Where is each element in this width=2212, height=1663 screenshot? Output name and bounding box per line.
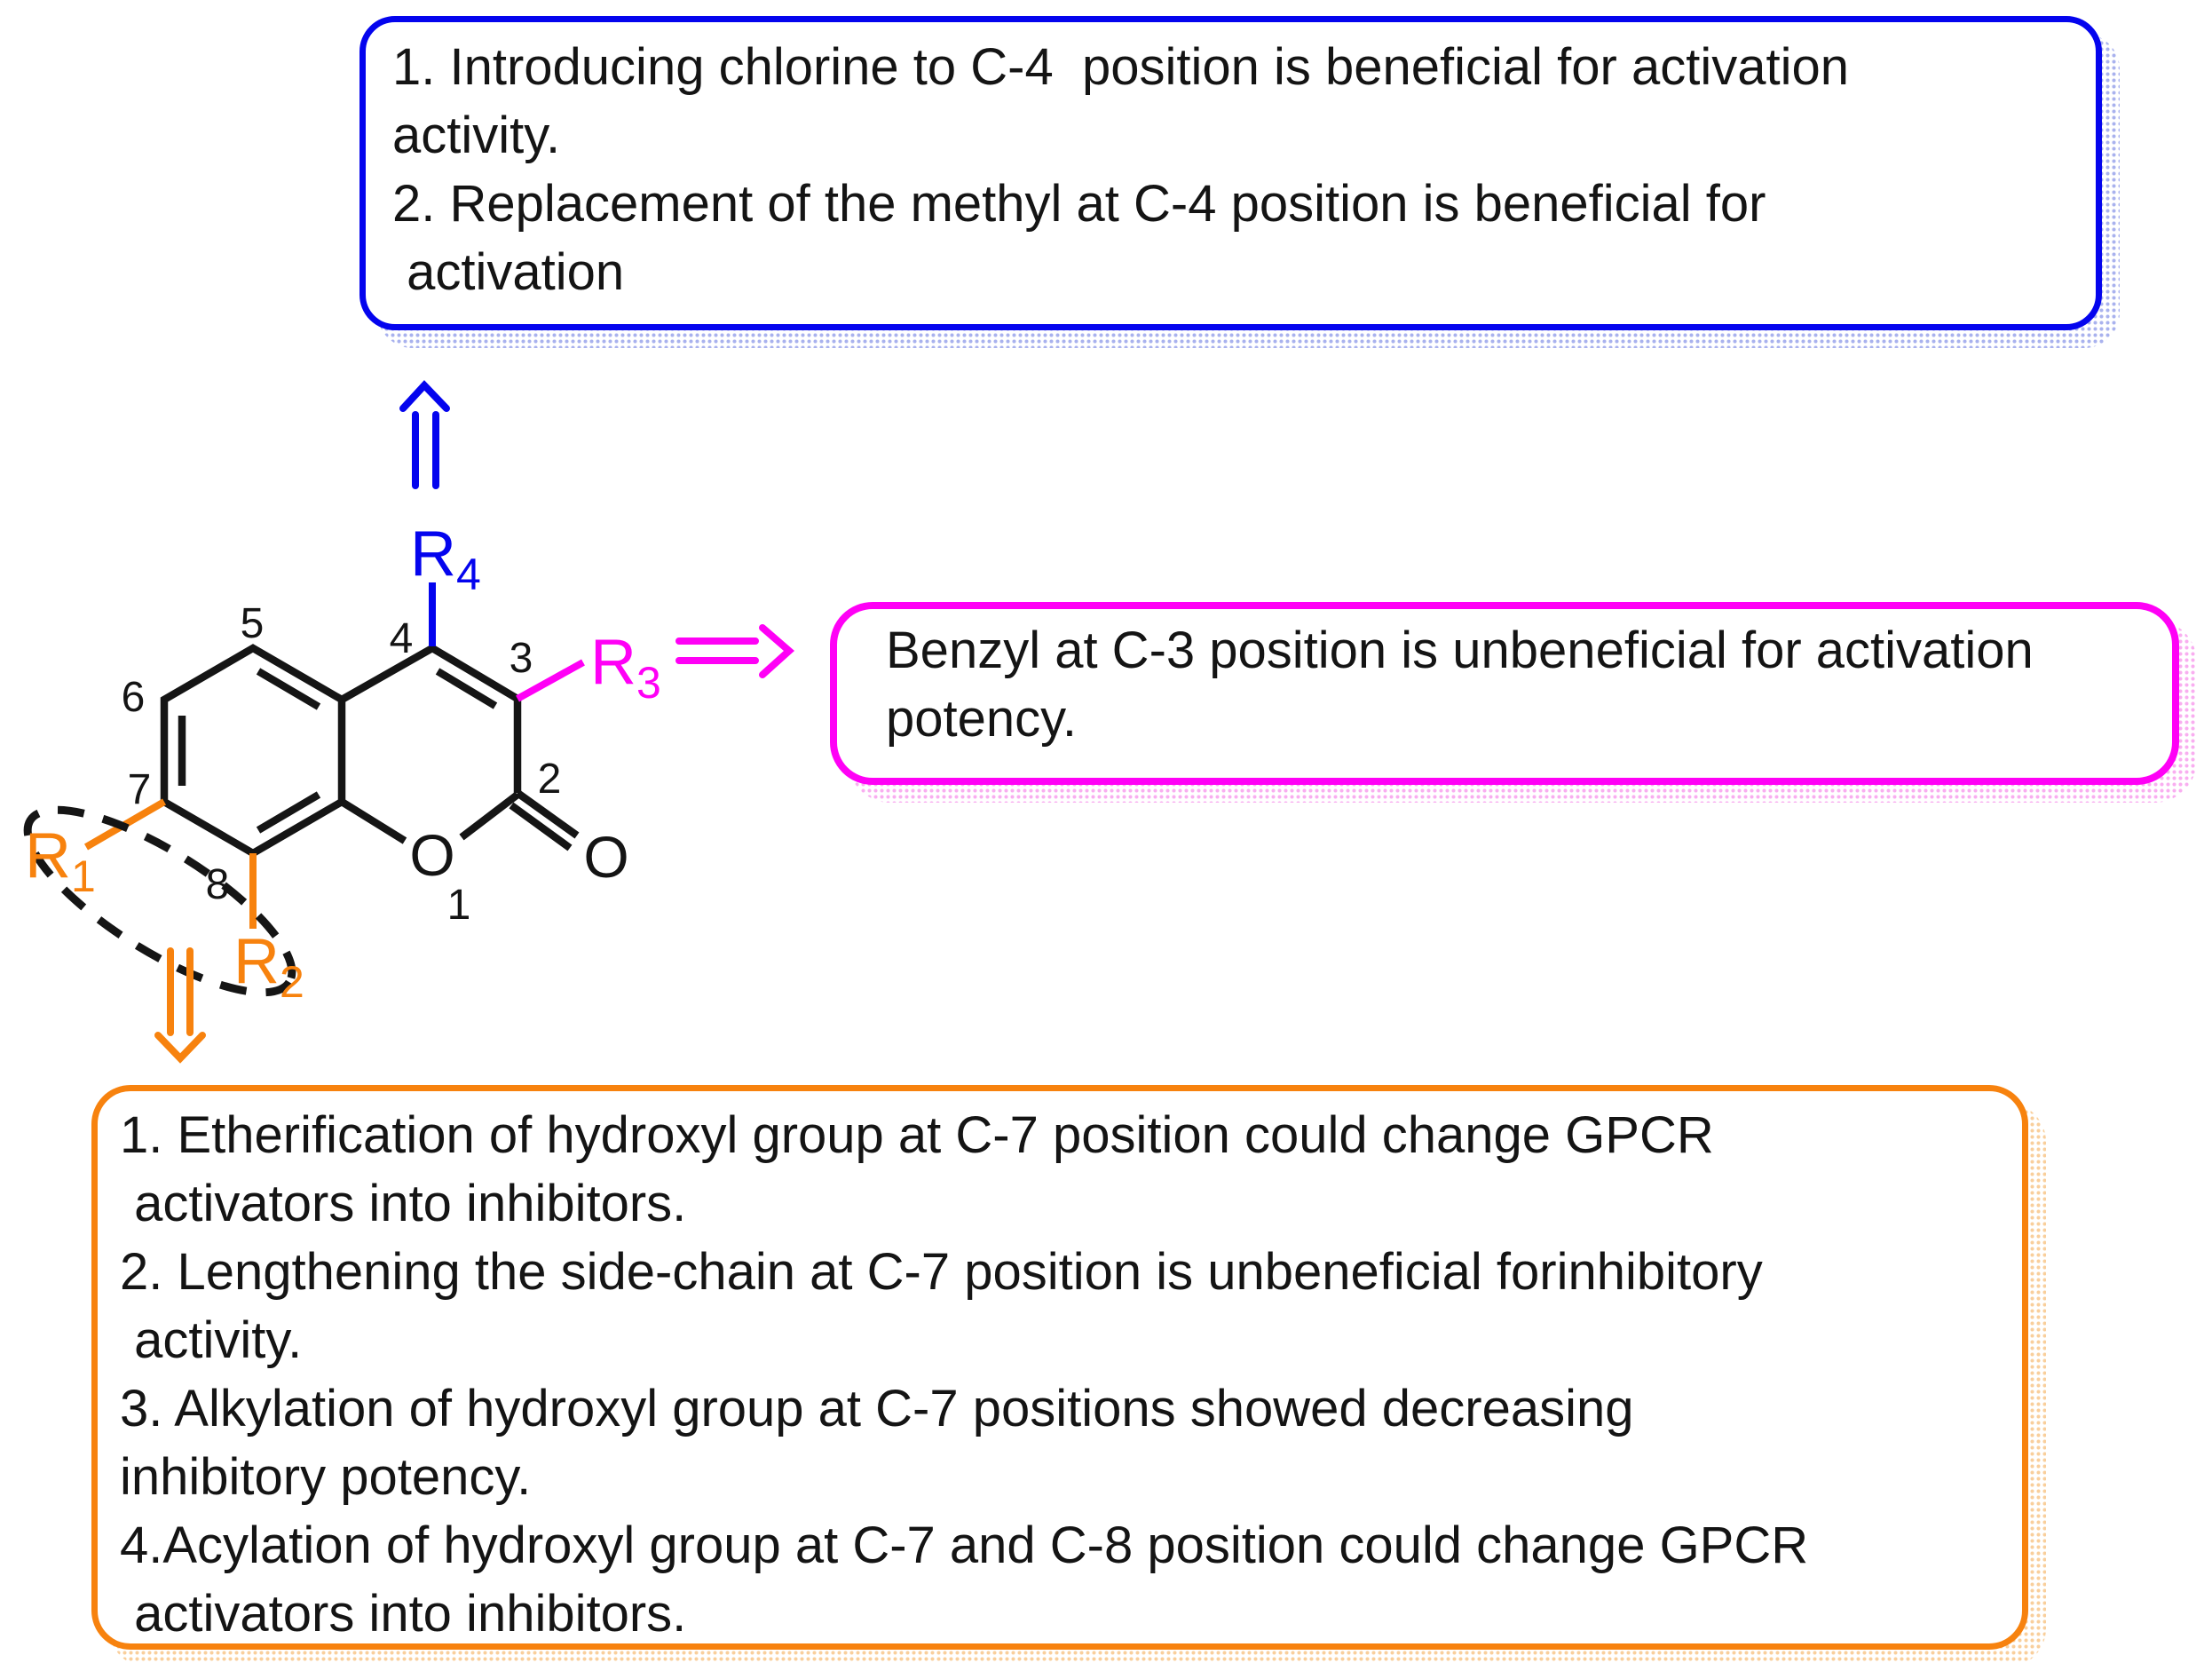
double-bond-c5-c4a xyxy=(256,668,321,710)
down-arrow-icon xyxy=(154,947,206,1064)
position-label-2: 2 xyxy=(538,756,562,803)
benzene-ring xyxy=(160,644,346,858)
position-label-8: 8 xyxy=(206,861,230,908)
bond-o1-c2 xyxy=(459,791,520,841)
r3-label: R3 xyxy=(590,627,661,708)
annotation-line: inhibitory potency. xyxy=(120,1448,532,1506)
bond-c8a-o1 xyxy=(339,798,407,844)
c7c8-annotation-box: 1. Etherification of hydroxyl group at C… xyxy=(91,1085,2028,1650)
r4-label: R4 xyxy=(410,519,481,599)
position-label-1: 1 xyxy=(447,882,471,929)
position-label-5: 5 xyxy=(241,600,265,647)
coumarin-scaffold xyxy=(160,644,580,858)
double-bond-c4-c3 xyxy=(435,668,498,709)
r1-label: R1 xyxy=(25,820,96,901)
annotation-line: activation xyxy=(392,243,625,301)
position-label-7: 7 xyxy=(128,766,152,813)
pyranone-ring-top xyxy=(339,644,522,793)
annotation-line: activity. xyxy=(120,1311,303,1369)
annotation-line: 1. Etherification of hydroxyl group at C… xyxy=(120,1106,1714,1164)
r2-label: R2 xyxy=(233,926,304,1007)
annotation-line: 2. Lengthening the side-chain at C-7 pos… xyxy=(120,1243,1763,1301)
position-label-3: 3 xyxy=(510,635,533,682)
double-bond-c8-c8a xyxy=(256,791,321,834)
annotation-line: 3. Alkylation of hydroxyl group at C-7 p… xyxy=(120,1380,1634,1437)
annotation-line: Benzyl at C-3 position is unbeneficial f… xyxy=(886,622,2034,679)
r1-r2-dashed-ellipse xyxy=(23,805,296,997)
annotation-line: activity. xyxy=(392,107,561,164)
right-arrow-icon xyxy=(675,624,795,678)
annotation-line: 2. Replacement of the methyl at C-4 posi… xyxy=(392,175,1766,233)
position-label-4: 4 xyxy=(390,615,414,662)
position-label-6: 6 xyxy=(122,674,146,721)
up-arrow-icon xyxy=(399,380,450,489)
r3-bond xyxy=(516,659,585,702)
annotation-line: 1. Introducing chlorine to C-4 position … xyxy=(392,38,1849,96)
annotation-line: potency. xyxy=(886,690,1077,748)
annotation-line: activators into inhibitors. xyxy=(120,1585,687,1643)
annotation-line: 4.Acylation of hydroxyl group at C-7 and… xyxy=(120,1516,1809,1574)
carbonyl-bond-outer xyxy=(515,789,580,839)
carbonyl-oxygen-label: O xyxy=(583,824,628,890)
ring-oxygen-label: O xyxy=(409,822,454,888)
annotation-line: activators into inhibitors. xyxy=(120,1175,687,1232)
carbonyl-bond-inner xyxy=(509,802,573,851)
c4-annotation-box: 1. Introducing chlorine to C-4 position … xyxy=(359,16,2102,330)
c3-annotation-box: Benzyl at C-3 position is unbeneficial f… xyxy=(830,602,2179,785)
